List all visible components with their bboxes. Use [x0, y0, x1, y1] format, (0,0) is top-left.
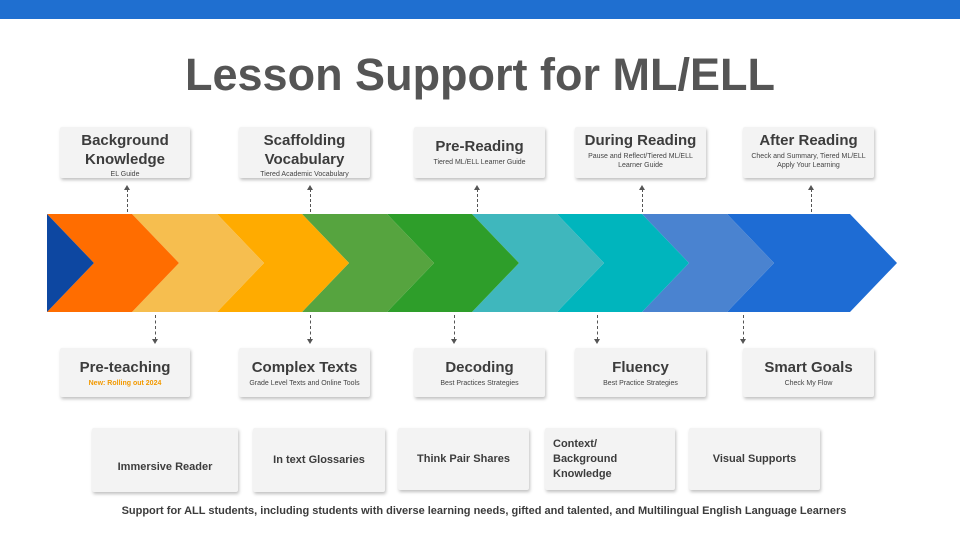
support-in-text-glossaries: In text Glossaries — [253, 428, 385, 492]
card-subtitle: Pause and Reflect/Tiered ML/ELL Learner … — [588, 153, 693, 169]
support-label: Context/ Background Knowledge — [553, 437, 618, 480]
support-immersive-reader: Immersive Reader — [92, 428, 238, 492]
card-decoding: Decoding Best Practices Strategies — [414, 348, 545, 397]
support-label: Think Pair Shares — [417, 452, 510, 465]
card-subtitle: Check and Summary, Tiered ML/ELL Apply Y… — [751, 153, 866, 169]
chevron-segment-10 — [727, 214, 897, 312]
connector-arrow — [451, 315, 457, 344]
connector-arrow — [307, 315, 313, 344]
connector-arrow — [474, 185, 480, 212]
card-scaffolding-vocabulary: Scaffolding Vocabulary Tiered Academic V… — [239, 127, 370, 178]
card-title: Smart Goals — [764, 359, 853, 376]
card-complex-texts: Complex Texts Grade Level Texts and Onli… — [239, 348, 370, 397]
chevron-segment-3 — [132, 214, 264, 312]
card-title: Background Knowledge — [81, 132, 169, 168]
card-title: During Reading — [584, 132, 697, 149]
connector-arrow — [594, 315, 600, 344]
card-pre-teaching: Pre-teaching New: Rolling out 2024 — [60, 348, 190, 397]
card-subtitle: Tiered Academic Vocabulary — [260, 171, 349, 178]
card-background-knowledge: Background Knowledge EL Guide — [60, 127, 190, 178]
support-label: Visual Supports — [712, 452, 797, 465]
chevron-segments — [47, 214, 897, 312]
support-visual-supports: Visual Supports — [689, 428, 820, 490]
connector-arrow — [124, 185, 130, 212]
connector-arrow — [152, 315, 158, 344]
card-title: Pre-Reading — [435, 138, 524, 155]
card-after-reading: After Reading Check and Summary, Tiered … — [743, 127, 874, 178]
support-context-background-knowledge: Context/ Background Knowledge — [545, 428, 675, 490]
new-badge-text: New: Rolling out 2024 — [88, 380, 162, 387]
card-during-reading: During Reading Pause and Reflect/Tiered … — [575, 127, 706, 178]
card-subtitle: Grade Level Texts and Online Tools — [249, 380, 360, 387]
card-title: Fluency — [612, 359, 669, 376]
connector-arrow — [307, 185, 313, 212]
chevron-segment-7 — [472, 214, 604, 312]
connector-arrow — [740, 315, 746, 344]
chevron-segment-5 — [302, 214, 434, 312]
support-think-pair-shares: Think Pair Shares — [398, 428, 529, 490]
chevron-segment-1 — [47, 214, 94, 312]
chevron-segment-6 — [387, 214, 519, 312]
card-pre-reading: Pre-Reading Tiered ML/ELL Learner Guide — [414, 127, 545, 178]
chevron-segment-8 — [557, 214, 689, 312]
chevron-segment-4 — [217, 214, 349, 312]
support-label: In text Glossaries — [273, 453, 365, 466]
top-accent-bar — [0, 0, 960, 19]
card-subtitle: Check My Flow — [784, 380, 833, 387]
card-title: Decoding — [445, 359, 514, 376]
connector-arrow — [808, 185, 814, 212]
connector-arrow — [639, 185, 645, 212]
chevron-segment-2 — [47, 214, 179, 312]
footer-note: Support for ALL students, including stud… — [121, 505, 847, 517]
support-label: Immersive Reader — [117, 460, 213, 473]
card-title: Scaffolding Vocabulary — [263, 132, 346, 168]
card-subtitle: Best Practice Strategies — [603, 380, 678, 387]
card-fluency: Fluency Best Practice Strategies — [575, 348, 706, 397]
card-smart-goals: Smart Goals Check My Flow — [743, 348, 874, 397]
card-title: After Reading — [759, 132, 858, 149]
page-title: Lesson Support for ML/ELL — [185, 49, 775, 100]
card-subtitle: Tiered ML/ELL Learner Guide — [433, 159, 526, 166]
card-subtitle: EL Guide — [110, 171, 140, 178]
card-title: Complex Texts — [251, 359, 358, 376]
chevron-segment-9 — [642, 214, 774, 312]
card-title: Pre-teaching — [79, 359, 171, 376]
card-subtitle: Best Practices Strategies — [440, 380, 519, 387]
